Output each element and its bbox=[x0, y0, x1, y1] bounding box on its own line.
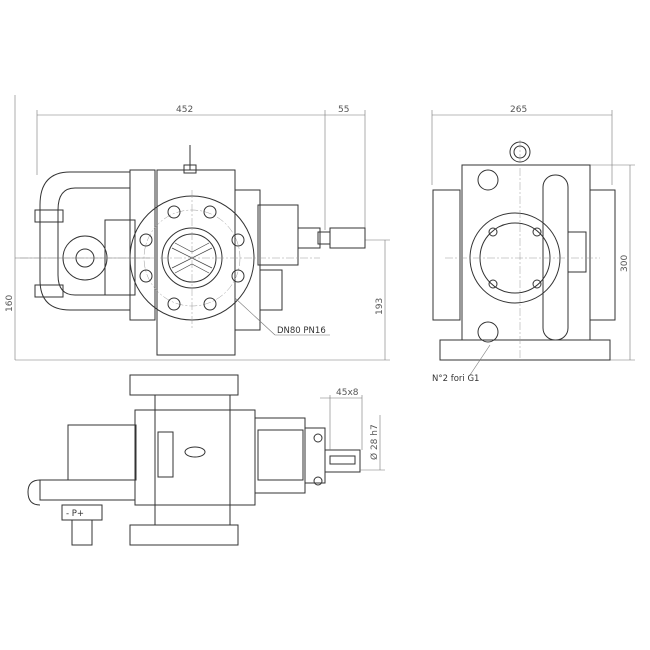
dim-193: 193 bbox=[375, 298, 385, 315]
gauge-label: - P+ bbox=[66, 509, 84, 519]
ports-callout: N°2 fori G1 bbox=[432, 374, 479, 384]
dim-160: 160 bbox=[5, 295, 15, 312]
flange-callout: DN80 PN16 bbox=[277, 326, 326, 336]
bolt-holes bbox=[139, 205, 245, 311]
dim-55: 55 bbox=[338, 105, 349, 115]
dim-452: 452 bbox=[176, 105, 193, 115]
front-view bbox=[14, 95, 390, 361]
dim-265: 265 bbox=[510, 105, 527, 115]
top-view bbox=[27, 374, 385, 546]
dim-key: 45x8 bbox=[336, 388, 359, 398]
dim-shaft-diameter: Ø 28 h7 bbox=[369, 424, 380, 460]
side-view bbox=[431, 110, 635, 376]
dim-300: 300 bbox=[620, 255, 630, 272]
